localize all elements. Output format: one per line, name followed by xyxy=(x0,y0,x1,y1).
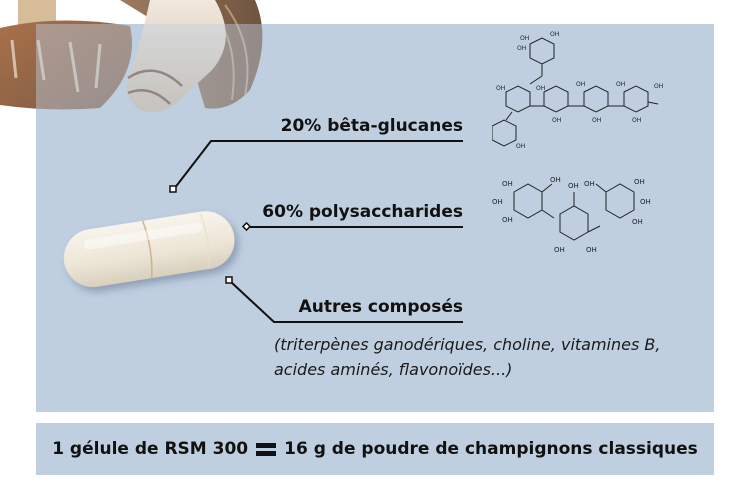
svg-text:OH: OH xyxy=(568,182,579,190)
capsule-quantity-text: 1 gélule de RSM 300 xyxy=(52,439,249,459)
svg-text:OH: OH xyxy=(616,81,625,88)
polysaccharide-label: 60% polysaccharides xyxy=(262,202,463,222)
svg-text:OH: OH xyxy=(640,198,651,206)
equals-icon xyxy=(256,442,277,456)
mushroom-image xyxy=(0,0,263,113)
svg-text:OH: OH xyxy=(516,143,525,150)
other-compounds-label: Autres composés xyxy=(298,297,463,317)
svg-text:OH: OH xyxy=(634,178,645,186)
svg-text:OH: OH xyxy=(517,45,526,52)
svg-text:OH: OH xyxy=(520,35,529,42)
svg-text:OH: OH xyxy=(586,246,597,254)
svg-text:OH: OH xyxy=(632,117,641,124)
svg-text:OH: OH xyxy=(576,81,585,88)
svg-text:OH: OH xyxy=(552,117,561,124)
svg-text:OH: OH xyxy=(632,218,643,226)
svg-text:OH: OH xyxy=(550,31,559,38)
svg-text:OH: OH xyxy=(536,85,545,92)
equivalence-banner: 1 gélule de RSM 300 16 g de poudre de ch… xyxy=(36,423,714,475)
capsule-image xyxy=(63,211,235,288)
svg-text:OH: OH xyxy=(584,180,595,188)
svg-text:OH: OH xyxy=(502,216,513,224)
beta-glucan-label: 20% bêta-glucanes xyxy=(280,116,463,136)
powder-equivalent-text: 16 g de poudre de champignons classiques xyxy=(284,439,698,459)
svg-text:OH: OH xyxy=(502,180,513,188)
svg-text:OH: OH xyxy=(496,85,505,92)
svg-text:OH: OH xyxy=(550,176,561,184)
svg-text:OH: OH xyxy=(492,198,503,206)
polysaccharide-structure-icon: OH OH OH OH OH OH OH OH OH OH OH xyxy=(492,176,651,254)
other-compounds-description: (triterpènes ganodériques, choline, vita… xyxy=(274,335,661,379)
mushroom-overlay xyxy=(36,24,270,125)
svg-text:OH: OH xyxy=(592,117,601,124)
svg-text:OH: OH xyxy=(654,83,663,90)
beta-glucan-structure-icon: OH OH OH OH OH OH OH OH OH OH OH OH xyxy=(492,31,663,150)
svg-text:OH: OH xyxy=(554,246,565,254)
